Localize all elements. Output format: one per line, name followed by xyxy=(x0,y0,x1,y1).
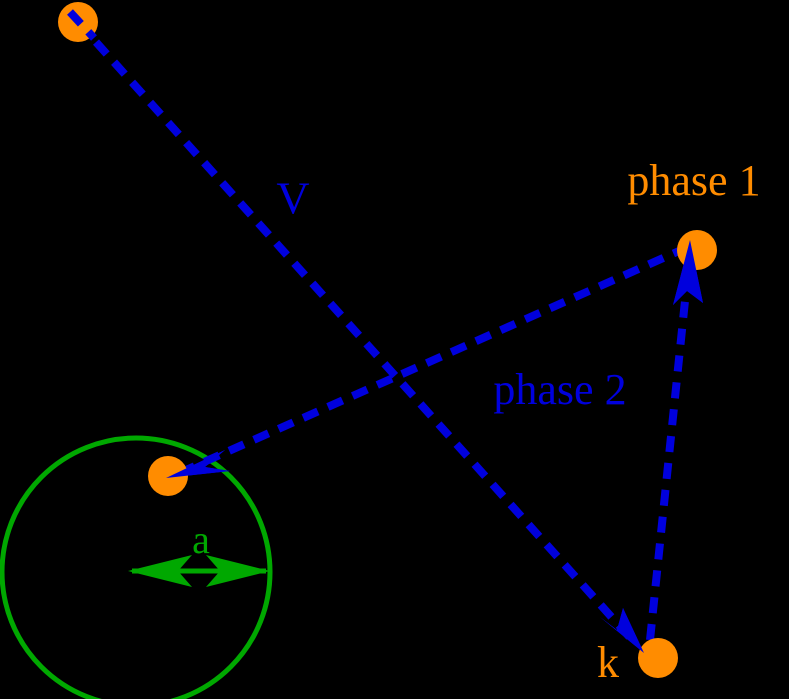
velocity-trajectory-arrowhead-overlay xyxy=(600,608,644,653)
velocity-origin-dash xyxy=(67,9,97,41)
phase-two-arrowhead-overlay xyxy=(166,450,230,478)
wavevector-path-line xyxy=(646,261,693,641)
scatterer-particle xyxy=(148,456,188,496)
wavevector-arrowhead-overlay xyxy=(673,240,703,305)
phase-one-particle xyxy=(677,230,717,270)
phase-one-label: phase 1 xyxy=(627,156,760,205)
radius-label: a xyxy=(192,517,210,562)
radius-arrow-right-head xyxy=(206,555,270,587)
phase-two-path-line xyxy=(184,243,690,474)
interaction-sphere-circle xyxy=(0,435,273,699)
velocity-trajectory-line xyxy=(75,19,636,644)
velocity-label: V xyxy=(276,173,309,224)
phase-two-label: phase 2 xyxy=(493,365,626,414)
radius-arrow-left-head xyxy=(128,555,192,587)
wavevector-particle xyxy=(638,638,678,678)
wavevector-label: k xyxy=(597,638,619,687)
